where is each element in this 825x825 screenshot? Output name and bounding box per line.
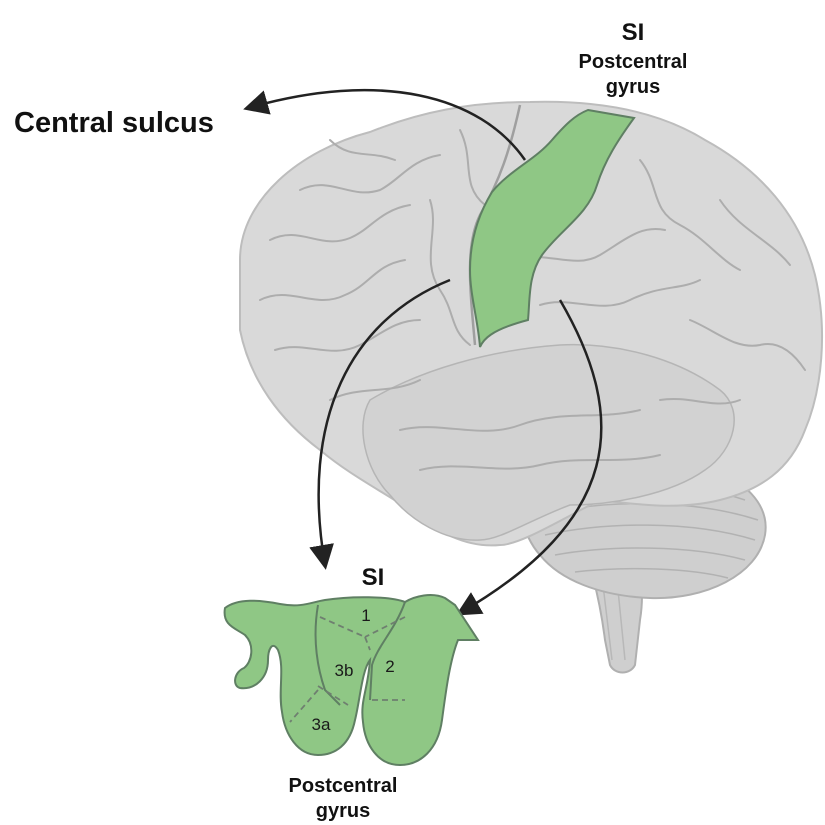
bottom-gyrus-label-line2: gyrus — [316, 800, 370, 822]
area-1-label: 1 — [361, 606, 370, 625]
area-3b-label: 3b — [335, 661, 354, 680]
bottom-si-label: SI — [362, 564, 385, 591]
area-2-label: 2 — [385, 657, 394, 676]
area-3a-label: 3a — [312, 715, 331, 734]
si-cross-section — [225, 595, 478, 765]
bottom-gyrus-label-line1: Postcentral — [289, 775, 398, 797]
top-gyrus-label-line1: Postcentral — [579, 51, 688, 73]
top-si-label: SI — [622, 19, 645, 46]
top-gyrus-label-line2: gyrus — [606, 76, 660, 98]
central-sulcus-label: Central sulcus — [14, 107, 214, 139]
